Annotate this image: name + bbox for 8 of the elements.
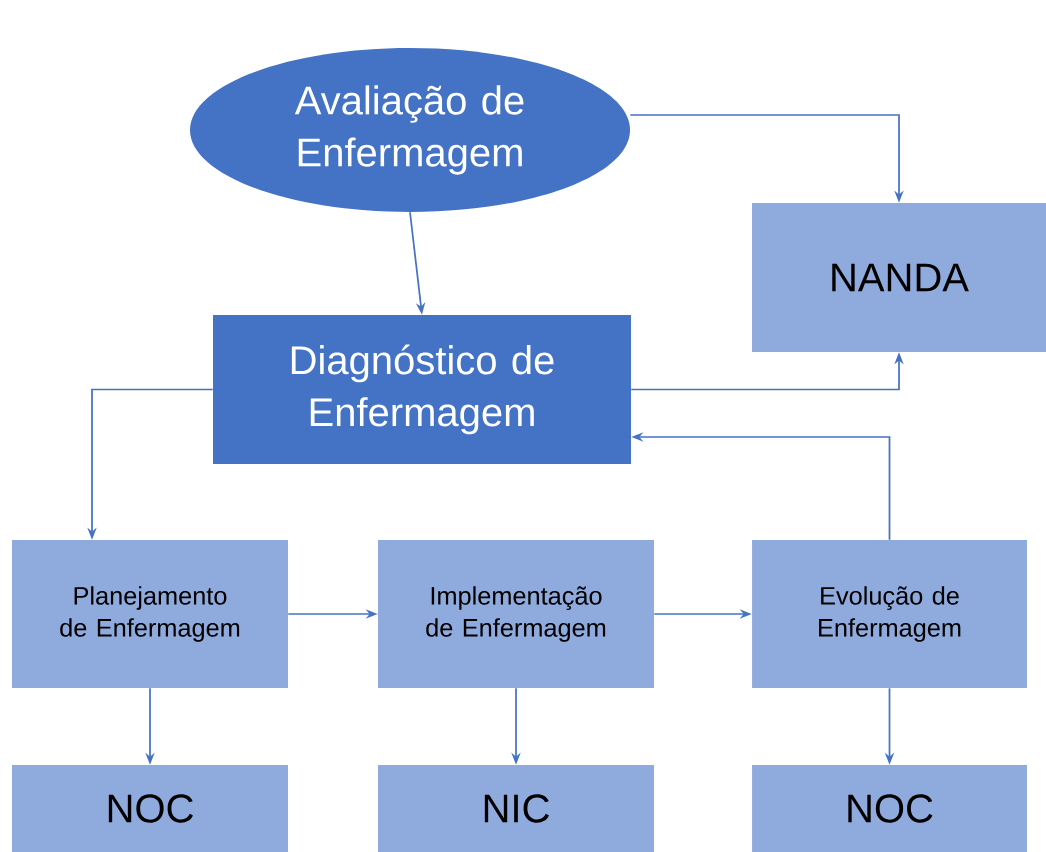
process-box: Evolução de Enfermagem	[752, 540, 1027, 688]
standard-box: NIC	[378, 765, 654, 852]
process-box: Diagnóstico de Enfermagem	[213, 314, 631, 465]
standard-box: NOC	[12, 765, 288, 852]
standard-box: NOC	[752, 765, 1027, 852]
process-box: Implementação de Enfermagem	[378, 540, 654, 688]
standard-box: NANDA	[752, 202, 1046, 353]
process-box: Planejamento de Enfermagem	[12, 540, 288, 688]
